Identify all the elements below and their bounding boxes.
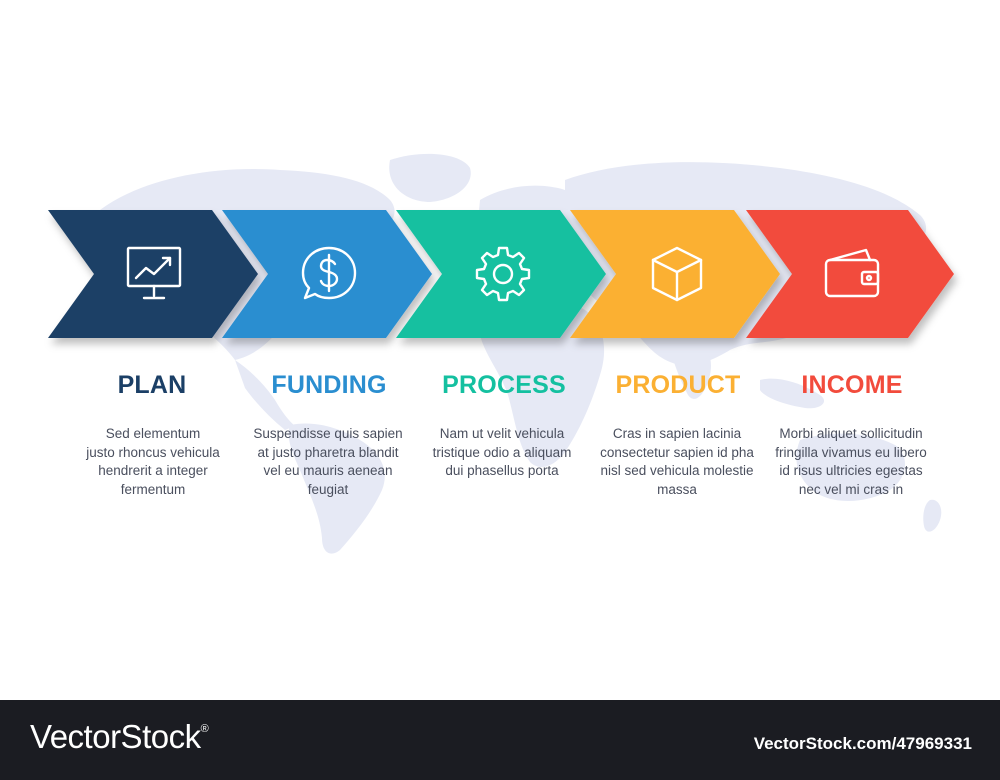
description-line: Suspendisse quis sapien <box>253 426 403 441</box>
monitor-chart-icon <box>122 242 186 306</box>
description-line: nisl sed vehicula molestie <box>600 463 754 478</box>
description-line: hendrerit a integer <box>98 463 208 478</box>
box-icon <box>645 242 709 306</box>
description-line: tristique odio a aliquam <box>432 444 572 460</box>
description-line: at justo pharetra blandit <box>257 444 399 460</box>
step-title-product: PRODUCT <box>615 371 741 399</box>
step-title-plan: PLAN <box>117 371 187 399</box>
brand-name: VectorStock <box>30 718 201 755</box>
funding-arrow <box>222 210 432 338</box>
description-line: Nam ut velit vehicula <box>439 426 565 441</box>
description-line: vel eu mauris aenean <box>263 463 393 478</box>
dollar-speech-bubble-icon <box>297 242 361 306</box>
step-description-product: Cras in sapien lacinia consectetur sapie… <box>587 425 767 499</box>
image-id-text: VectorStock.com/47969331 <box>753 734 972 753</box>
wallet-icon <box>820 242 884 306</box>
watermark-footer: VectorStock® VectorStock.com/47969331 <box>0 700 1000 780</box>
step-title-process: PROCESS <box>442 371 566 399</box>
product-arrow <box>570 210 780 338</box>
description-line: Cras in sapien lacinia <box>612 426 742 441</box>
registered-mark: ® <box>200 723 209 735</box>
description-line: id risus ultricies egestas <box>779 463 923 478</box>
description-line: massa <box>657 481 697 497</box>
process-arrows <box>48 210 954 338</box>
description-line: feugiat <box>307 481 349 497</box>
step-description-funding: Suspendisse quis sapien at justo pharetr… <box>238 425 418 499</box>
description-line: dui phasellus porta <box>445 463 559 478</box>
step-description-plan: Sed elementum justo rhoncus vehicula hen… <box>63 425 243 499</box>
description-line: justo rhoncus vehicula <box>86 444 220 460</box>
step-description-income: Morbi aliquet sollicitudin fringilla viv… <box>761 425 941 499</box>
description-line: consectetur sapien id pha <box>600 444 754 460</box>
description-line: Sed elementum <box>105 426 201 441</box>
description-line: nec vel mi cras in <box>798 481 904 497</box>
vectorstock-logo: VectorStock® <box>30 718 209 756</box>
gear-icon <box>471 242 535 306</box>
step-title-income: INCOME <box>801 371 903 399</box>
income-arrow <box>746 210 954 338</box>
description-line: fringilla vivamus eu libero <box>775 444 927 460</box>
description-line: fermentum <box>120 481 186 497</box>
step-title-funding: FUNDING <box>271 371 387 399</box>
description-line: Morbi aliquet sollicitudin <box>779 426 923 441</box>
process-arrow <box>396 210 606 338</box>
step-description-process: Nam ut velit vehicula tristique odio a a… <box>412 425 592 481</box>
